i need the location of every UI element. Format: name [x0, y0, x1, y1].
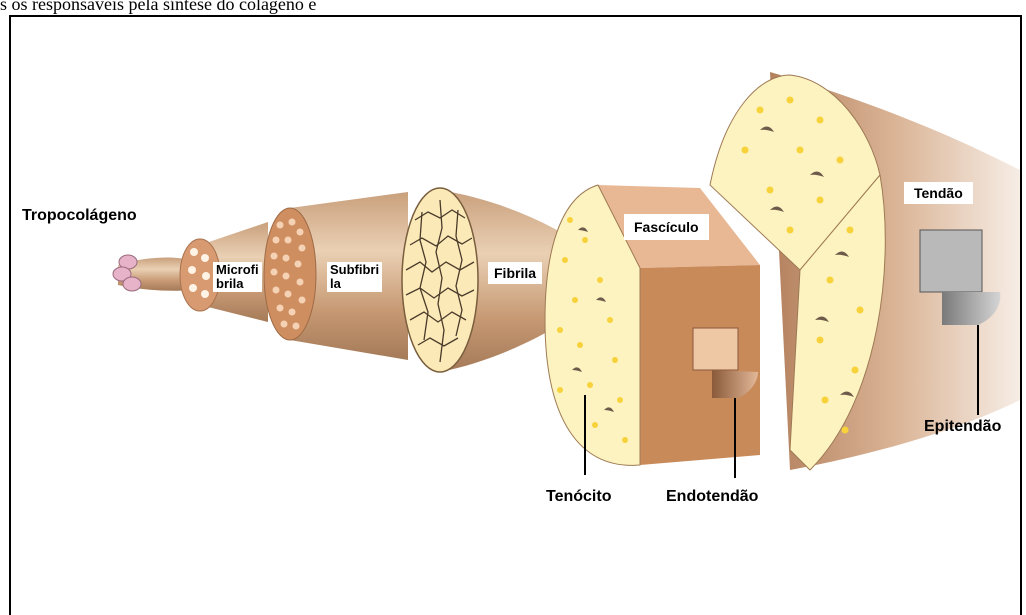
label-microfibrila-line2: brila: [216, 277, 259, 291]
label-subfibrila: Subfibri la: [327, 262, 382, 292]
label-microfibrila: Microfi brila: [213, 262, 262, 292]
label-subfibrila-line1: Subfibri: [330, 263, 379, 277]
label-microfibrila-line1: Microfi: [216, 263, 259, 277]
label-subfibrila-line2: la: [330, 277, 379, 291]
label-tenocito: Tenócito: [546, 488, 611, 506]
label-fasciculo: Fascículo: [624, 214, 709, 240]
label-tendao: Tendão: [904, 182, 973, 204]
label-fibrila: Fibrila: [488, 262, 542, 284]
label-epitendao: Epitendão: [924, 418, 1001, 436]
tropocollagen-molecule: [113, 255, 190, 291]
label-endotendao: Endotendão: [666, 488, 758, 506]
label-tropocolageno: Tropocolágeno: [22, 207, 137, 225]
